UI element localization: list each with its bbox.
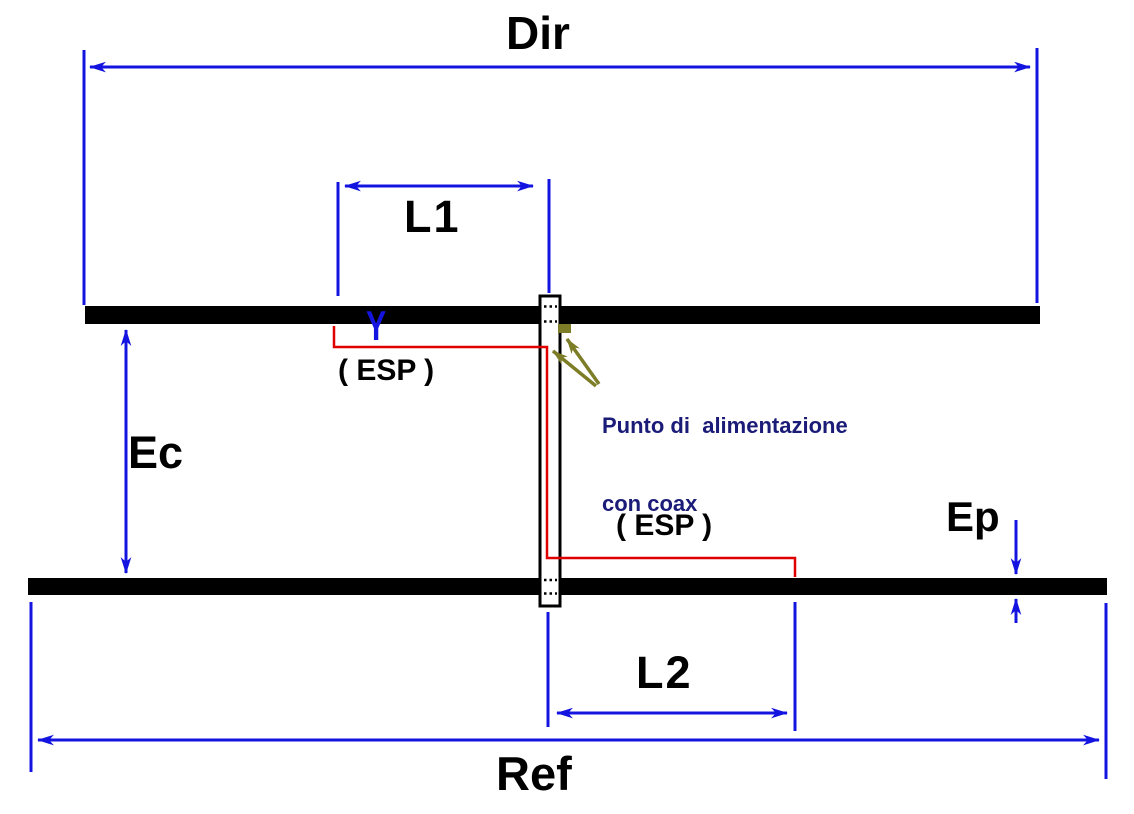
feed-callout-arrow-left	[551, 349, 598, 388]
l2-label: L2	[636, 647, 693, 698]
ec-label: Ec	[128, 427, 184, 478]
boom	[538, 294, 562, 608]
esp-label-bottom: ( ESP )	[616, 509, 713, 542]
esp-coax-line	[332, 326, 797, 577]
feed-point-square	[558, 324, 571, 333]
ep-label: Ep	[946, 493, 1000, 540]
feed-note-line1: Punto di alimentazione	[602, 413, 848, 438]
feed-point-note: Punto di alimentazione con coax	[602, 361, 848, 569]
ref-label: Ref	[496, 747, 572, 800]
feed-note-line2: con coax	[602, 491, 698, 516]
feed-callout-arrow-right	[565, 337, 601, 386]
l1-label: L1	[404, 191, 461, 242]
dir-label: Dir	[506, 7, 570, 59]
feed-symbol: Y	[366, 302, 387, 349]
director-element	[85, 306, 1040, 324]
reflector-element	[28, 578, 1107, 595]
esp-label-top: ( ESP )	[338, 354, 435, 387]
